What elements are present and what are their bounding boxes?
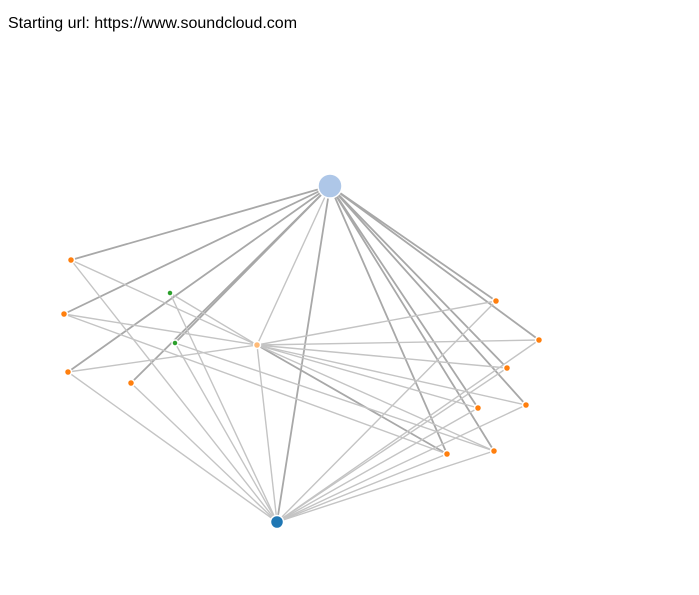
graph-node-circle-o10[interactable] [442,449,452,459]
graph-link-root-o6 [329,185,540,341]
graph-link-center-o3 [67,344,258,373]
graph-link-hub-o8 [276,407,479,523]
links-layer [63,185,540,523]
graph-link-center-o2 [63,313,258,346]
graph-link-hub-o7 [276,367,508,523]
graph-node-g1[interactable] [166,289,174,297]
graph-node-o11[interactable] [489,446,499,456]
graph-node-center[interactable] [252,340,262,350]
graph-link-root-o2 [63,185,331,315]
graph-link-root-hub [276,185,331,523]
graph-link-hub-o10 [276,453,448,523]
graph-node-circle-o7[interactable] [502,363,512,373]
graph-node-hub[interactable] [269,514,285,530]
graph-link-hub-o4 [130,382,278,523]
graph-link-o2-o10 [63,313,448,455]
graph-link-center-o11 [256,344,495,452]
graph-link-center-o8 [256,344,479,409]
graph-link-hub-o5 [276,300,497,523]
graph-node-circle-hub[interactable] [269,514,285,530]
graph-node-o1[interactable] [66,255,76,265]
graph-node-circle-o4[interactable] [126,378,136,388]
graph-link-g2-o11 [174,342,495,452]
graph-link-hub-o11 [276,450,495,523]
graph-node-circle-o2[interactable] [59,309,69,319]
graph-link-hub-o9 [276,404,527,523]
starting-url-text: Starting url: https://www.soundcloud.com [8,15,298,32]
graph-link-root-o7 [329,185,508,369]
graph-link-root-o9 [329,185,527,406]
graph-link-center-o1 [70,259,258,346]
graph-link-root-o5 [329,185,497,302]
graph-link-center-hub [256,344,278,523]
graph-node-o6[interactable] [534,335,544,345]
graph-link-root-o10 [329,185,448,455]
nodes-layer [59,173,544,530]
graph-link-hub-o6 [276,339,540,523]
graph-link-hub-g2 [174,342,278,523]
graph-link-root-center [256,185,331,346]
graph-node-o9[interactable] [521,400,531,410]
graph-node-circle-o5[interactable] [491,296,501,306]
graph-link-center-o5 [256,300,497,346]
graph-link-center-o7 [256,344,508,369]
graph-node-circle-o3[interactable] [63,367,73,377]
graph-link-hub-o3 [67,371,278,523]
graph-link-center-o6 [256,339,540,346]
graph-node-o3[interactable] [63,367,73,377]
graph-node-circle-g1[interactable] [166,289,174,297]
graph-node-circle-o11[interactable] [489,446,499,456]
graph-link-root-o8 [329,185,479,409]
graph-link-center-o10 [256,344,448,455]
graph-link-center-o9 [256,344,527,406]
graph-node-circle-g2[interactable] [171,339,179,347]
graph-node-circle-o6[interactable] [534,335,544,345]
graph-node-o4[interactable] [126,378,136,388]
graph-node-root[interactable] [317,173,343,199]
graph-node-o2[interactable] [59,309,69,319]
graph-node-o7[interactable] [502,363,512,373]
graph-link-root-g2 [174,185,331,344]
graph-node-circle-o8[interactable] [473,403,483,413]
graph-link-center-g1 [169,292,258,346]
graph-node-circle-root[interactable] [317,173,343,199]
graph-node-g2[interactable] [171,339,179,347]
graph-link-root-o1 [70,185,331,261]
graph-node-circle-o1[interactable] [66,255,76,265]
graph-node-o10[interactable] [442,449,452,459]
graph-link-root-o3 [67,185,331,373]
graph-link-hub-g1 [169,292,278,523]
graph-node-o5[interactable] [491,296,501,306]
graph-link-hub-o1 [70,259,278,523]
graph-node-circle-o9[interactable] [521,400,531,410]
graph-node-o8[interactable] [473,403,483,413]
graph-node-circle-center[interactable] [252,340,262,350]
graph-link-root-o11 [329,185,495,452]
